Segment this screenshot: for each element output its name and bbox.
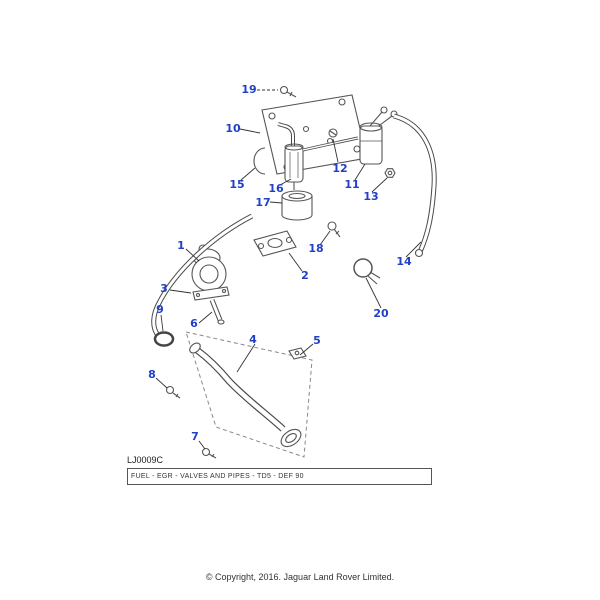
hose-14	[393, 113, 437, 258]
callout-2[interactable]: 2	[301, 269, 309, 282]
mounting-plate	[261, 94, 368, 175]
callout-7[interactable]: 7	[191, 430, 199, 443]
callout-11[interactable]: 11	[344, 178, 359, 191]
leader-lines	[155, 89, 422, 450]
callout-15[interactable]: 15	[229, 178, 244, 191]
callout-8[interactable]: 8	[148, 368, 156, 381]
bracket-5	[288, 347, 307, 360]
caption-box: FUEL - EGR - VALVES AND PIPES - TD5 - DE…	[127, 468, 432, 485]
egr-pipe-4	[189, 342, 302, 448]
gasket-2	[253, 230, 297, 257]
dashed-region	[185, 331, 313, 458]
callout-5[interactable]: 5	[313, 334, 321, 347]
callout-19[interactable]: 19	[241, 83, 256, 96]
bolt-8	[165, 385, 181, 399]
bracket-15	[253, 147, 266, 175]
bolt-18	[327, 221, 341, 238]
callout-12[interactable]: 12	[332, 162, 347, 175]
stub-pipe-6	[209, 299, 225, 325]
callout-14[interactable]: 14	[396, 255, 412, 268]
vacuum-hose	[151, 213, 254, 336]
callout-4[interactable]: 4	[249, 333, 257, 346]
callout-1[interactable]: 1	[177, 239, 185, 252]
callout-9[interactable]: 9	[156, 303, 164, 316]
diagram-caption: FUEL - EGR - VALVES AND PIPES - TD5 - DE…	[131, 473, 304, 480]
callout-6[interactable]: 6	[190, 317, 198, 330]
callout-13[interactable]: 13	[363, 190, 378, 203]
hose-clip-20	[353, 258, 381, 285]
diagram-svg: 1 2 3 4 5 6 7 8 9 10 11 12 13 14 15 16 1…	[148, 83, 437, 459]
callout-18[interactable]: 18	[308, 242, 323, 255]
copyright-text: © Copyright, 2016. Jaguar Land Rover Lim…	[205, 572, 395, 582]
nut-13	[384, 168, 396, 178]
valve-assembly-11	[359, 106, 398, 165]
valve-flange-3	[192, 286, 230, 301]
callout-20[interactable]: 20	[373, 307, 389, 320]
connecting-hose	[302, 136, 359, 152]
canister-17	[281, 190, 313, 221]
diagram-code: LJ0009C	[127, 455, 164, 465]
solenoid-16	[277, 122, 304, 190]
callout-3[interactable]: 3	[160, 282, 168, 295]
bolt-12	[328, 128, 338, 138]
o-ring-9	[153, 331, 175, 347]
callout-10[interactable]: 10	[225, 122, 241, 135]
callout-16[interactable]: 16	[268, 182, 284, 195]
bolt-7	[201, 447, 217, 459]
callouts: 1 2 3 4 5 6 7 8 9 10 11 12 13 14 15 16 1…	[148, 83, 412, 443]
callout-17[interactable]: 17	[255, 196, 270, 209]
screw-19	[279, 85, 297, 98]
